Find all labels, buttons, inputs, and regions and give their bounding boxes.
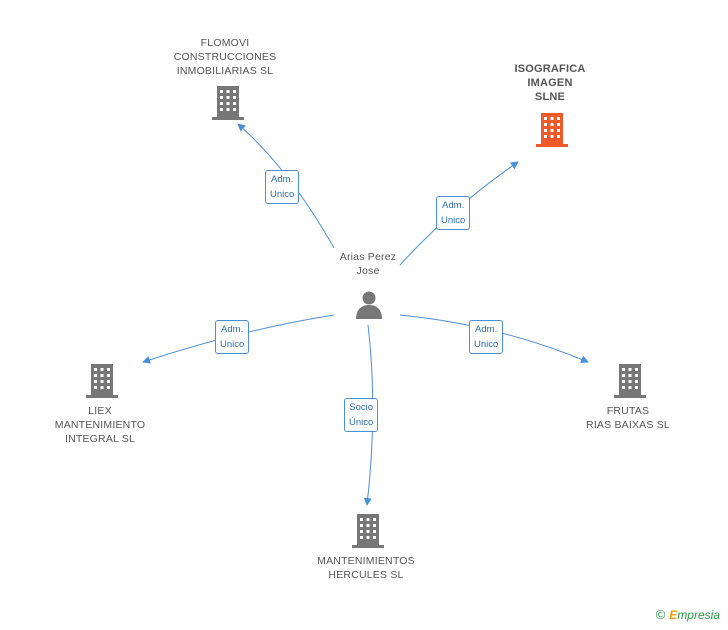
company-name-line: SLNE — [534, 91, 566, 103]
company-name-line: MANTENIMIENTO — [54, 419, 146, 431]
company-name-line: ISOGRAFICA — [514, 63, 586, 75]
building-icon[interactable] — [352, 514, 384, 548]
copyright-icon: © — [655, 607, 666, 622]
building-icon[interactable] — [212, 86, 244, 120]
edge-label-line: Socio — [349, 402, 374, 413]
edge-label[interactable]: Adm. Unico — [436, 196, 471, 230]
company-name-line: MANTENIMIENTOS — [317, 555, 415, 567]
company-name-line: IMAGEN — [527, 77, 573, 89]
edge-label[interactable]: Socio Único — [344, 398, 379, 432]
edge-label-line: Adm. — [271, 174, 294, 185]
company-name[interactable]: ISOGRAFICA IMAGEN SLNE — [480, 62, 620, 104]
company-name-line: RIAS BAIXAS SL — [586, 419, 670, 431]
edge-label[interactable]: Adm. Unico — [265, 170, 300, 204]
company-name-line: FLOMOVI — [200, 37, 250, 49]
person-name-line: Jose — [356, 265, 380, 277]
person-name-line: Arias Perez — [339, 251, 397, 263]
brand-logo-letter: E — [669, 608, 678, 622]
edge-label-line: Adm. — [221, 324, 244, 335]
company-name-line: HERCULES SL — [328, 569, 404, 581]
company-name[interactable]: FLOMOVI CONSTRUCCIONES INMOBILIARIAS SL — [155, 36, 295, 78]
building-icon[interactable] — [614, 364, 646, 398]
company-name-line: CONSTRUCCIONES — [173, 51, 277, 63]
company-name[interactable]: LIEX MANTENIMIENTO INTEGRAL SL — [30, 404, 170, 446]
edge-label[interactable]: Adm. Unico — [469, 320, 504, 354]
company-name[interactable]: MANTENIMIENTOS HERCULES SL — [296, 554, 436, 582]
edge-label-line: Unico — [441, 215, 466, 226]
edge-label-line: Adm. — [442, 200, 465, 211]
company-name[interactable]: FRUTAS RIAS BAIXAS SL — [558, 404, 698, 432]
person-icon[interactable] — [354, 290, 384, 320]
edge-label-line: Único — [349, 417, 374, 428]
edge-label-line: Unico — [474, 339, 499, 350]
company-name-line: INMOBILIARIAS SL — [176, 65, 274, 77]
building-icon[interactable] — [536, 113, 568, 147]
edge-label-line: Unico — [220, 339, 245, 350]
building-icon[interactable] — [86, 364, 118, 398]
edge-label[interactable]: Adm. Unico — [215, 320, 250, 354]
edge-label-line: Unico — [270, 189, 295, 200]
company-name-line: INTEGRAL SL — [64, 433, 136, 445]
brand-footer[interactable]: ©Empresia — [656, 607, 720, 622]
brand-name: mpresia — [677, 608, 720, 622]
company-name-line: FRUTAS — [606, 405, 650, 417]
person-name[interactable]: Arias Perez Jose — [318, 250, 418, 278]
edge-label-line: Adm. — [475, 324, 498, 335]
company-name-line: LIEX — [88, 405, 112, 417]
